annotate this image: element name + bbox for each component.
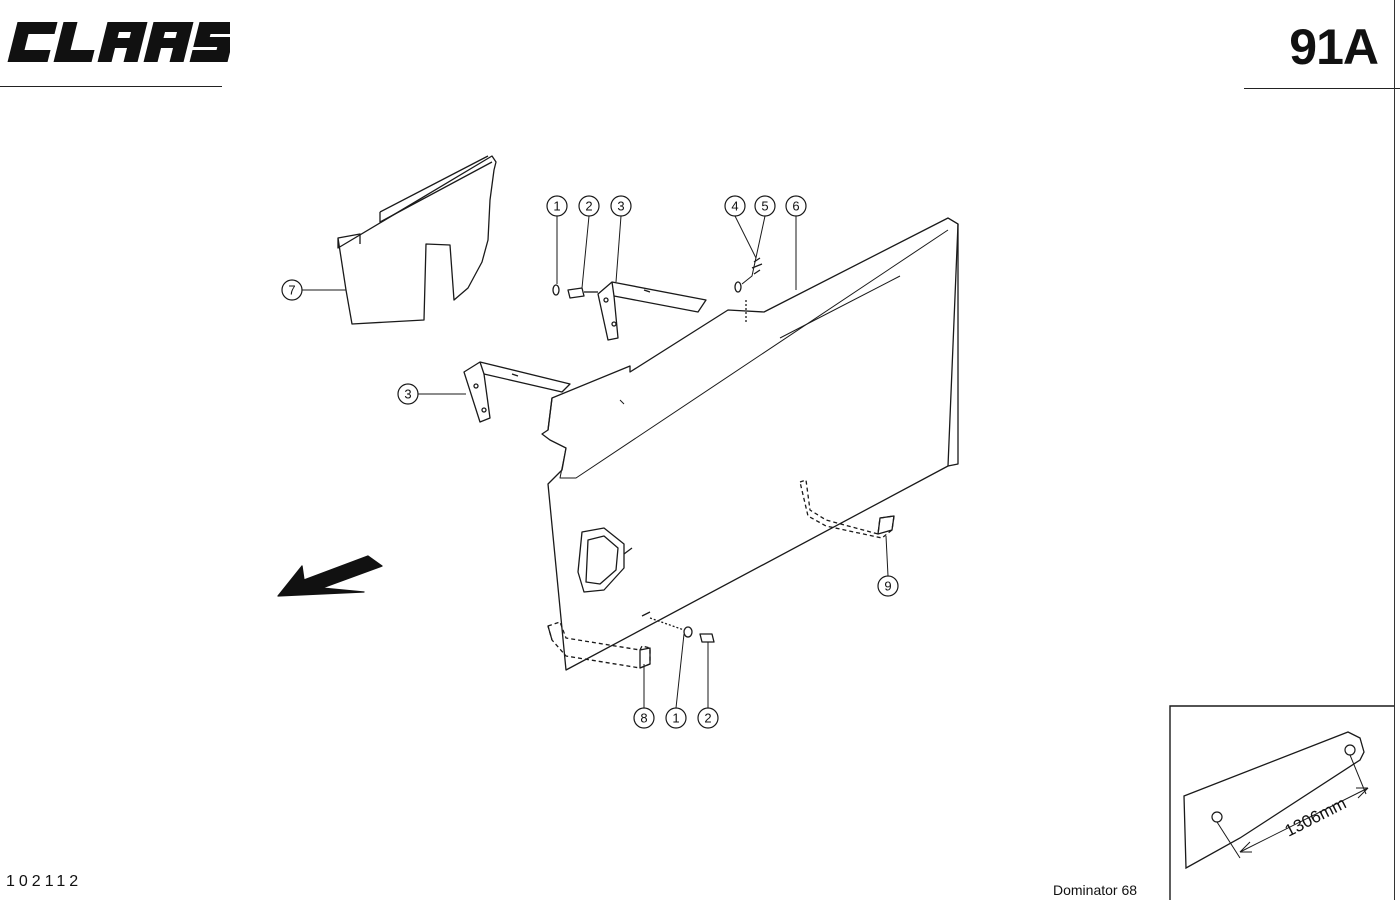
page-number: 91A bbox=[1289, 19, 1379, 75]
header-rule-right bbox=[1244, 88, 1400, 89]
callout-8: 8 bbox=[640, 711, 647, 726]
callout-7: 7 bbox=[288, 283, 295, 298]
part-cover-panel-7 bbox=[337, 155, 497, 325]
hardware-washer-bolt-lower bbox=[649, 617, 715, 643]
part-bracket-3-left bbox=[463, 361, 571, 423]
page-border bbox=[1394, 0, 1395, 900]
callout-1-upper: 1 bbox=[553, 199, 560, 214]
model-name: Dominator 68 bbox=[1053, 882, 1138, 898]
callout-9: 9 bbox=[884, 579, 891, 594]
hardware-washer-bolt-upper bbox=[552, 284, 598, 299]
header-rule-left bbox=[0, 86, 222, 87]
inset-dimension-label: 1306mm bbox=[1282, 794, 1350, 841]
part-bracket-3-upper bbox=[597, 281, 707, 341]
document-number: 102112 bbox=[6, 873, 83, 890]
direction-arrow bbox=[277, 555, 383, 597]
part-bracket-9 bbox=[799, 479, 895, 539]
part-side-panel-6 bbox=[541, 217, 959, 671]
callout-4: 4 bbox=[731, 199, 738, 214]
callout-5: 5 bbox=[761, 199, 768, 214]
part-bracket-8 bbox=[547, 621, 651, 669]
callout-3-left: 3 bbox=[404, 387, 411, 402]
callout-1-lower: 1 bbox=[672, 711, 679, 726]
callout-6: 6 bbox=[792, 199, 799, 214]
callout-2-lower: 2 bbox=[704, 711, 711, 726]
inset-detail bbox=[1169, 705, 1394, 900]
hardware-4-5 bbox=[734, 257, 763, 324]
callout-3-upper: 3 bbox=[617, 199, 624, 214]
callout-2-upper: 2 bbox=[585, 199, 592, 214]
claas-logo bbox=[7, 22, 230, 62]
